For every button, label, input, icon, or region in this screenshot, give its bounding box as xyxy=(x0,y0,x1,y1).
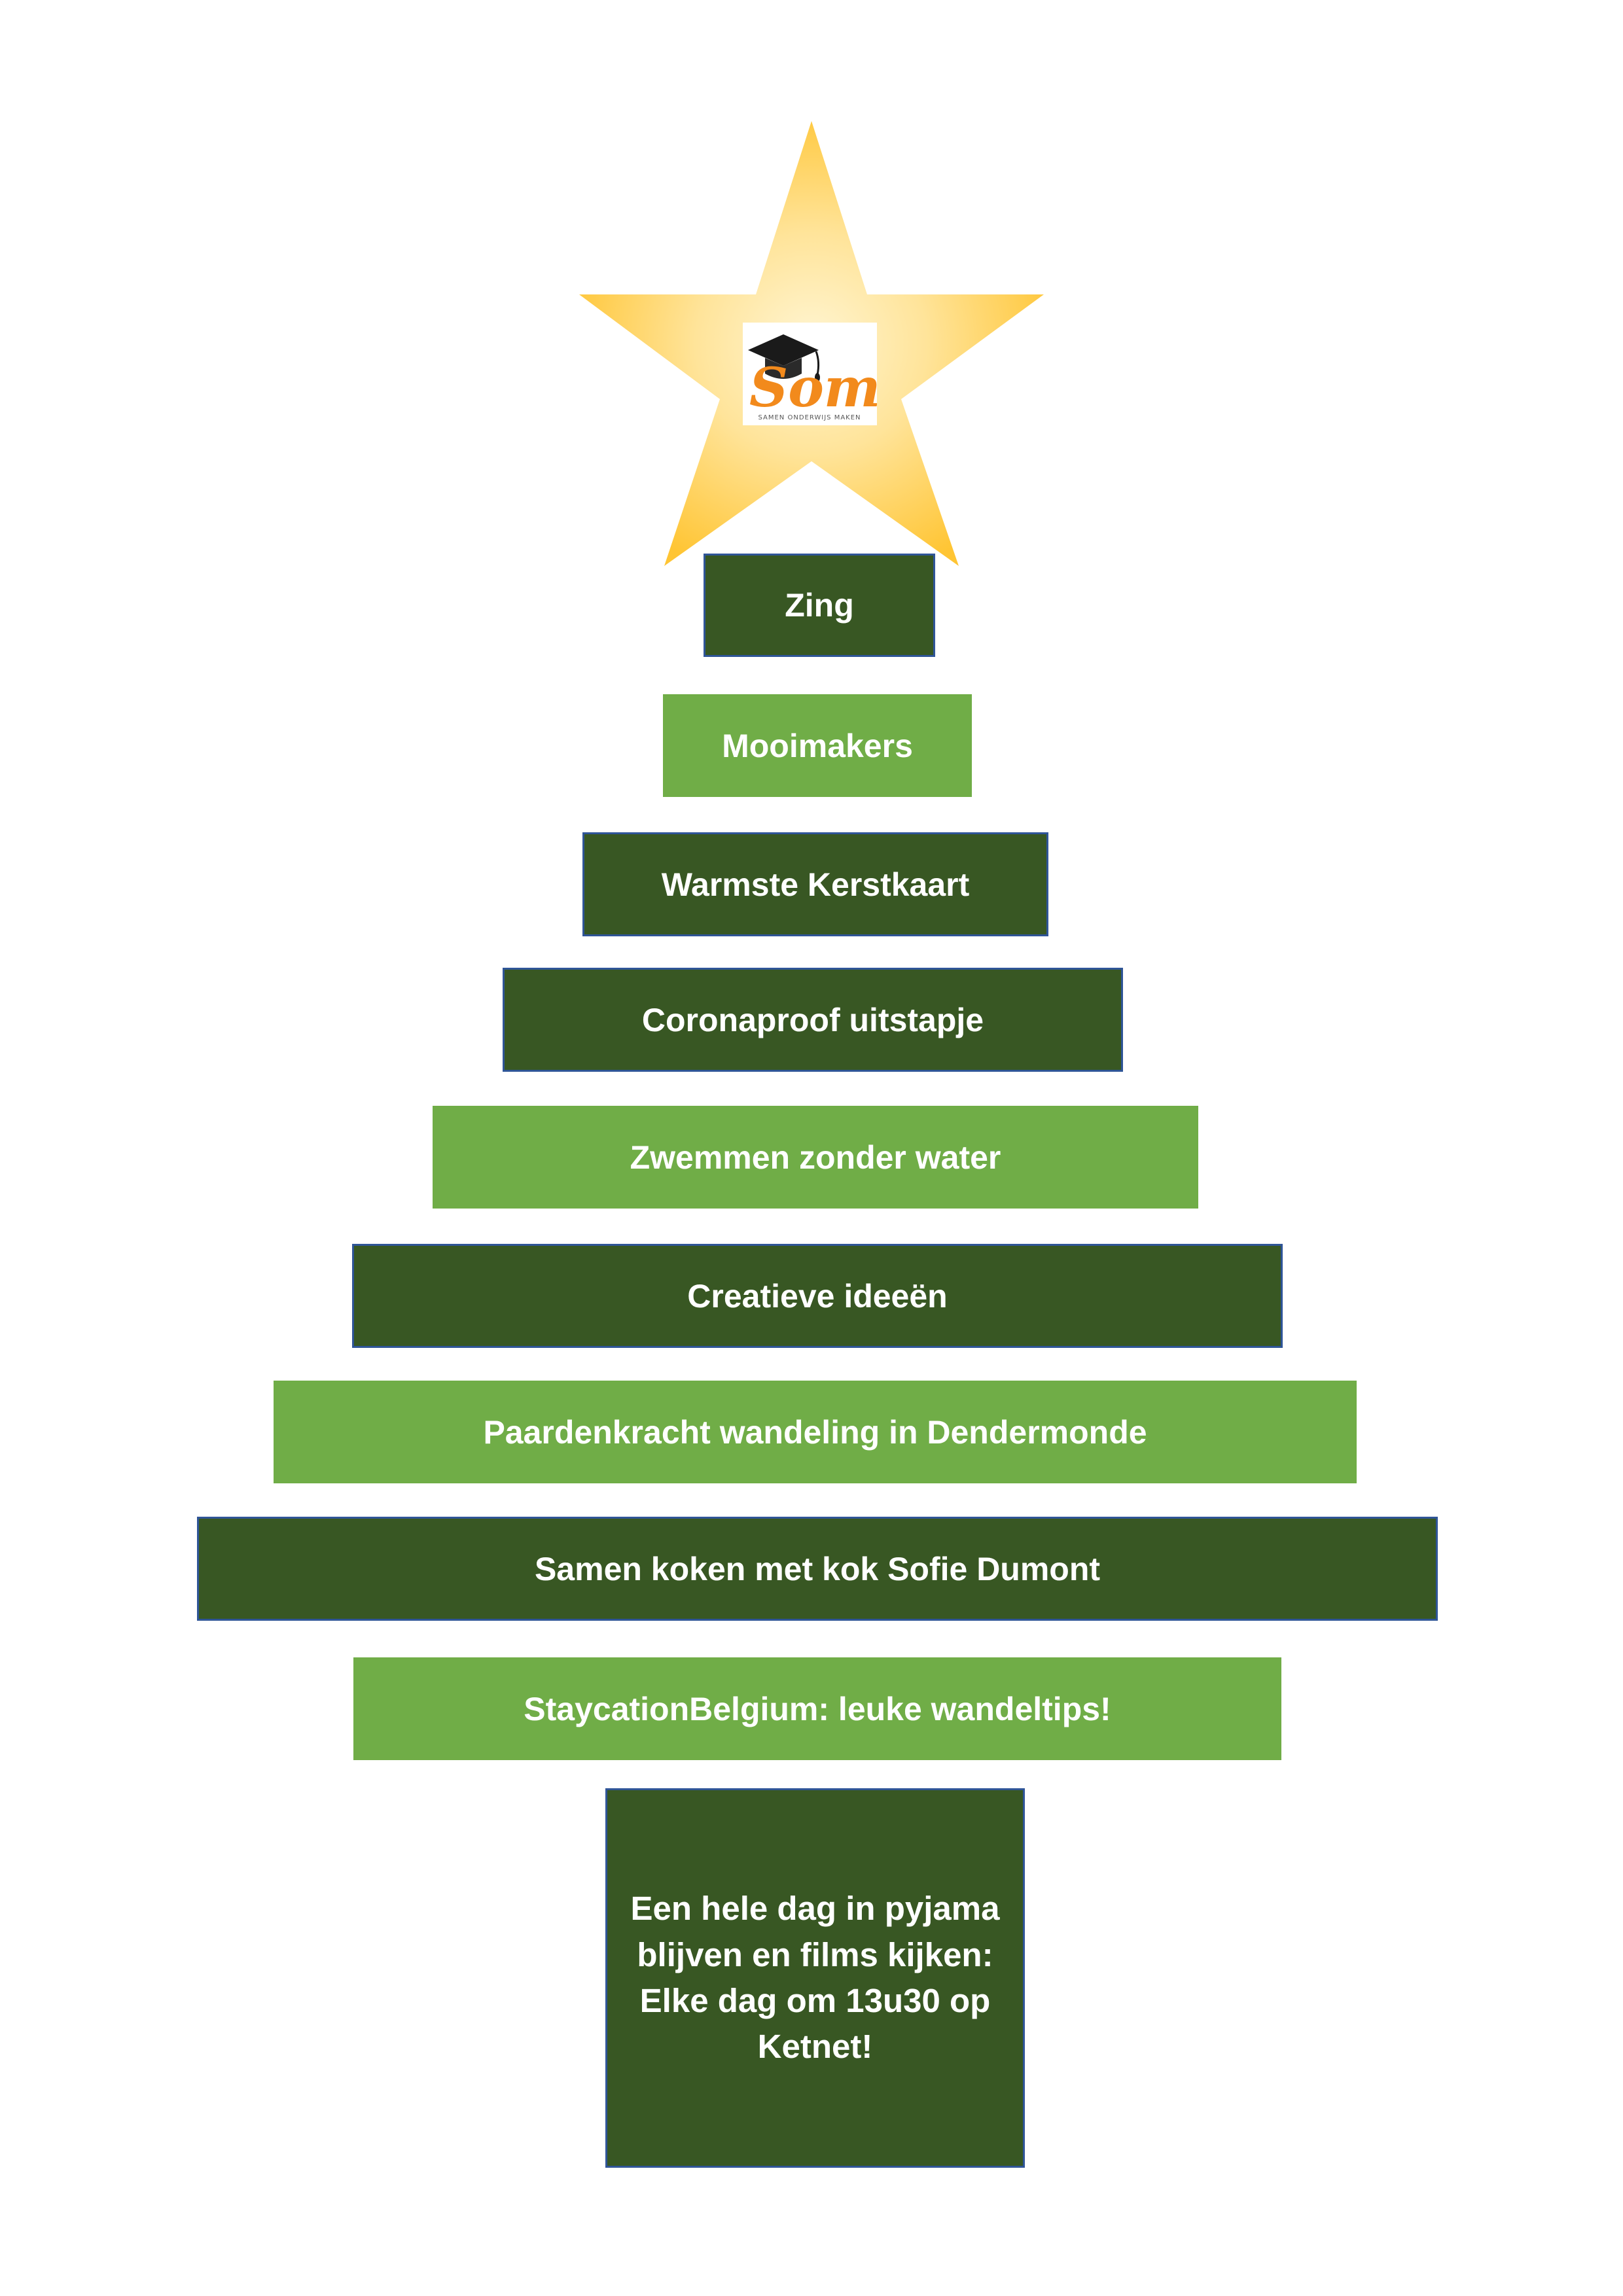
tree-item-zwemmen-zonder-water: Zwemmen zonder water xyxy=(433,1106,1198,1209)
logo-tagline: SAMEN ONDERWIJS MAKEN xyxy=(758,414,861,421)
tree-item-paardenkracht-wandeling: Paardenkracht wandeling in Dendermonde xyxy=(274,1381,1357,1483)
tree-item-samen-koken: Samen koken met kok Sofie Dumont xyxy=(197,1517,1438,1621)
tree-item-mooimakers: Mooimakers xyxy=(663,694,972,797)
tree-item-warmste-kerstkaart: Warmste Kerstkaart xyxy=(582,832,1048,936)
tree-item-staycation-belgium: StaycationBelgium: leuke wandeltips! xyxy=(353,1657,1281,1760)
tree-item-creatieve-ideeen: Creatieve ideeën xyxy=(352,1244,1283,1348)
som-logo: Som SAMEN ONDERWIJS MAKEN xyxy=(743,323,877,425)
tree-item-coronaproof-uitstapje: Coronaproof uitstapje xyxy=(503,968,1123,1072)
logo-wordmark: Som xyxy=(749,357,877,419)
tree-trunk: Een hele dag in pyjama blijven en films … xyxy=(605,1788,1025,2168)
graduation-cap-icon xyxy=(748,334,820,382)
tree-item-zing: Zing xyxy=(704,554,935,657)
